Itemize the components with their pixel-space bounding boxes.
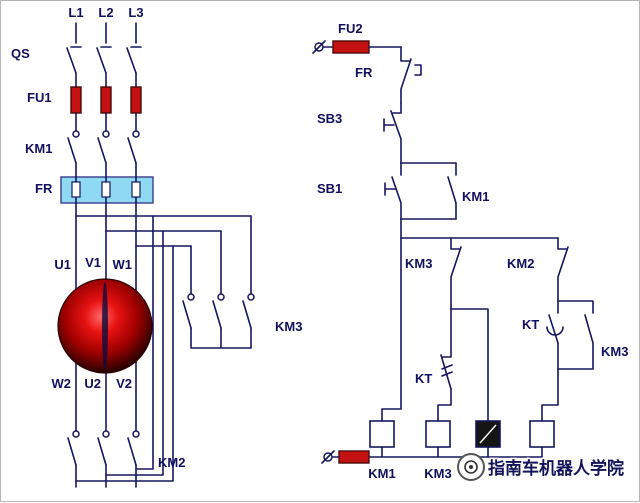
terminal-w1-label: W1: [113, 257, 133, 272]
watermark: 指南车机器人学院: [457, 453, 626, 481]
terminal-w2-label: W2: [52, 376, 72, 391]
phase-label-l2: L2: [98, 5, 113, 20]
km3-aux-label: KM3: [601, 344, 628, 359]
km1-coil-drop-wire: [381, 237, 402, 422]
control-supply-terminal-bottom: [321, 450, 335, 464]
watermark-text: 指南车机器人学院: [488, 458, 624, 478]
km1-seal-label: KM1: [462, 189, 489, 204]
kt-delay-contact: [541, 300, 564, 422]
fr-heater-elements: [71, 181, 141, 198]
km3-main-contacts: [75, 215, 255, 349]
fu2-label: FU2: [338, 21, 363, 36]
motor-shaft-blade: [102, 282, 108, 370]
phase-label-l3: L3: [128, 5, 143, 20]
fu1-label: FU1: [27, 90, 52, 105]
coil-kt: [475, 420, 501, 448]
fuse-fu1: [70, 86, 142, 114]
watermark-logo-icon: [457, 453, 485, 481]
km3-aux-branch-wire: [557, 300, 594, 314]
km1-seal-contact: [447, 162, 457, 220]
fuse-to-km1-wires: [75, 112, 137, 132]
branch-rail-wire: [400, 218, 559, 239]
control-circuit: FU2 FR SB3 SB1 KM1 KM3 KM2 KT KM3 KT KM1…: [312, 21, 628, 481]
qs-label: QS: [11, 46, 30, 61]
sb3-label: SB3: [317, 111, 342, 126]
coil-km1-label: KM1: [368, 466, 395, 481]
kt-coil-drop-wire: [450, 308, 489, 422]
fr-control-label: FR: [355, 65, 373, 80]
qs-disconnect-switch: [66, 46, 142, 88]
km3-aux-contact: [557, 314, 594, 370]
terminal-u2-label: U2: [84, 376, 101, 391]
bottom-fuse: [338, 450, 370, 464]
coil-km3: [425, 420, 451, 448]
km2-interlock-contact: [557, 237, 569, 302]
kt-lower-label: KT: [415, 371, 432, 386]
km2-main-label: KM2: [158, 455, 185, 470]
phase-label-l1: L1: [68, 5, 83, 20]
km1-main-contacts: [67, 130, 140, 178]
km3-main-label: KM3: [275, 319, 302, 334]
km3-interlock-label: KM3: [405, 256, 432, 271]
km1-main-label: KM1: [25, 141, 52, 156]
coil-km3-label: KM3: [424, 466, 451, 481]
motor: [57, 278, 153, 374]
phase-feeder-wires: [75, 22, 137, 44]
coil-km2: [529, 420, 555, 448]
coil-bottom-wires: [368, 446, 543, 458]
delta-link-wires: [75, 215, 174, 482]
sb1-label: SB1: [317, 181, 342, 196]
power-circuit: L1 L2 L3 QS FU1 KM1 FR U1 V1 W1 W2 U2 V2…: [11, 5, 302, 488]
terminal-v1-label: V1: [85, 255, 101, 270]
terminal-u1-label: U1: [54, 257, 71, 272]
kt-release-contact: [437, 308, 453, 422]
km2-interlock-label: KM2: [507, 256, 534, 271]
fr-main-label: FR: [35, 181, 53, 196]
km2-main-contacts: [67, 430, 140, 488]
coil-km1: [369, 420, 395, 448]
terminal-v2-label: V2: [116, 376, 132, 391]
fr-nc-contact: [400, 46, 422, 104]
sb1-start-button: [384, 162, 402, 220]
km3-interlock-contact: [450, 237, 462, 310]
sb3-stop-button: [383, 102, 402, 164]
kt-upper-label: KT: [522, 317, 539, 332]
fuse-fu2: [332, 40, 370, 54]
